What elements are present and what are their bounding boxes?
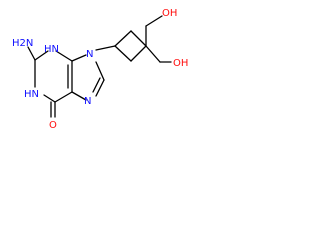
bond-c2-amine [27,46,36,61]
bond-n9-c8 [95,61,105,81]
bond-c4-n9 [71,54,87,62]
amine-label: H2N [12,38,33,49]
bond-n9-cyclobutyl [95,45,116,51]
n1-label: HN [24,89,39,100]
bond-cb-2 [130,30,147,47]
bond-c8-n7-double [92,77,101,93]
structure-canvas: H2N HN HN O N N OH OH [0,0,206,151]
n9-label: N [86,49,93,60]
bond-c8-n7 [95,79,105,97]
bond-ch2-oh-top [145,15,163,27]
carbonyl-oxygen-label: O [49,120,57,131]
n3-label: HN [44,44,59,55]
bond-n7-c5 [71,91,87,101]
bond-cb-3 [130,45,147,62]
bond-c5-c6 [54,91,73,103]
hydroxyl-top-label: OH [162,8,177,19]
bond-cb-4 [114,45,132,62]
hydroxyl-right-label: OH [173,58,188,69]
bond-cb-1 [114,30,132,47]
n7-label: N [84,96,91,107]
bond-n3-c4 [55,50,73,62]
bond-cb-ch2-right [145,45,161,63]
bond-c6-n1 [43,94,56,103]
bond-c2-n3 [34,50,49,61]
molecule-structure: H2N HN HN O N N OH OH [12,8,188,131]
